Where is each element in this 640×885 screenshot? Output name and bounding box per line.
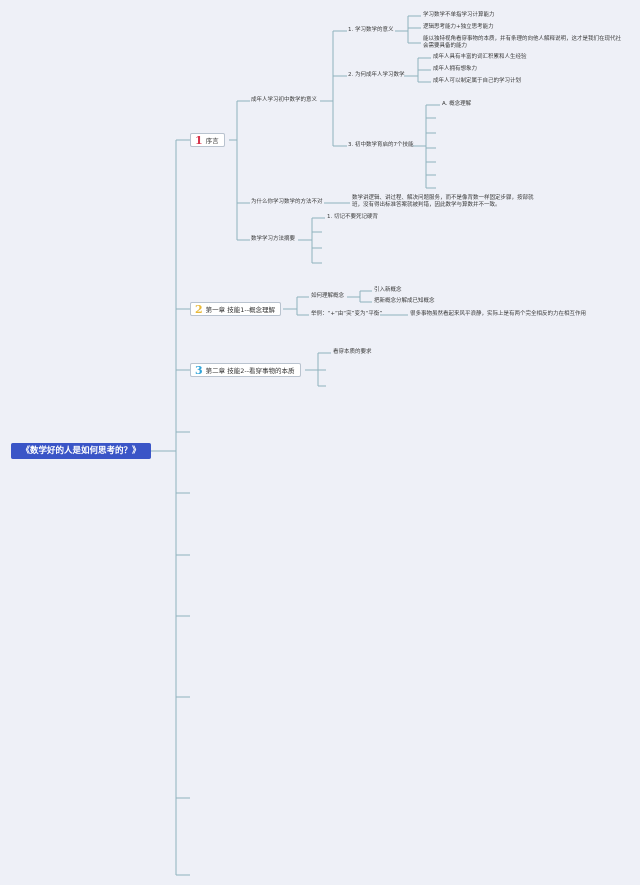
node-skill-a[interactable]: A. 概念理解: [442, 101, 472, 107]
node-meaning-item-3[interactable]: 能以独特视角看穿事物的本质，并有条理的向他人解释说明，这才是我们在现代社会需要具…: [423, 36, 622, 49]
node-why-adults-item-3[interactable]: 成年人可以制定属于自己的学习计划: [433, 78, 522, 84]
topic-chapter-2-label: 第二章 技能2--看穿事物的本质: [205, 367, 295, 375]
node-how-item-1[interactable]: 引入新概念: [374, 287, 402, 293]
node-tip-1[interactable]: 1. 切记不要死记硬背: [327, 214, 378, 220]
node-why-adults-item-2[interactable]: 成年人拥有想象力: [433, 66, 478, 72]
topic-preface-label: 序言: [205, 137, 219, 145]
node-seven-skills[interactable]: 3. 初中数学育启的7个技能: [348, 142, 414, 148]
node-why-adults[interactable]: 2. 为何成年人学习数学: [348, 72, 405, 78]
node-why-method-wrong[interactable]: 为什么你学习数学的方法不对: [251, 199, 323, 205]
node-how-understand[interactable]: 如何理解概念: [311, 293, 345, 299]
node-why-method-desc[interactable]: 数学讲逻辑、讲过程、解决问题服务，而不是像背数一样固定步骤，按部就班，没有得出标…: [352, 195, 534, 208]
topic-chapter-1-label: 第一章 技能1--概念理解: [205, 306, 276, 314]
node-meaning-item-1[interactable]: 学习数学不单指学习计算能力: [423, 12, 495, 18]
node-why-adults-item-1[interactable]: 成年人具有丰富的词汇积累和人生经验: [433, 54, 527, 60]
node-meaning-item-2[interactable]: 逻辑思考能力+独立思考能力: [423, 24, 494, 30]
root-topic[interactable]: 《数学好的人是如何思考的？》: [11, 443, 151, 459]
node-how-item-2[interactable]: 把新概念分解成已知概念: [374, 298, 435, 304]
node-see-essence[interactable]: 看穿本质的要求: [333, 349, 372, 355]
node-example[interactable]: 举例：“+”由“突”变为“平衡”: [311, 311, 383, 317]
node-example-desc[interactable]: 很多事物虽然看起来风平浪静，实际上是有两个完全相反的力在相互作用: [410, 311, 587, 317]
topic-number-3: 3: [195, 364, 203, 377]
topic-number-1: 1: [195, 134, 203, 147]
node-meaning-of-math[interactable]: 1. 学习数学的意义: [348, 27, 394, 33]
node-method-summary[interactable]: 数学学习方法摘要: [251, 236, 296, 242]
node-adult-learning-meaning[interactable]: 成年人学习初中数学的意义: [251, 97, 318, 103]
topic-number-2: 2: [195, 303, 203, 316]
